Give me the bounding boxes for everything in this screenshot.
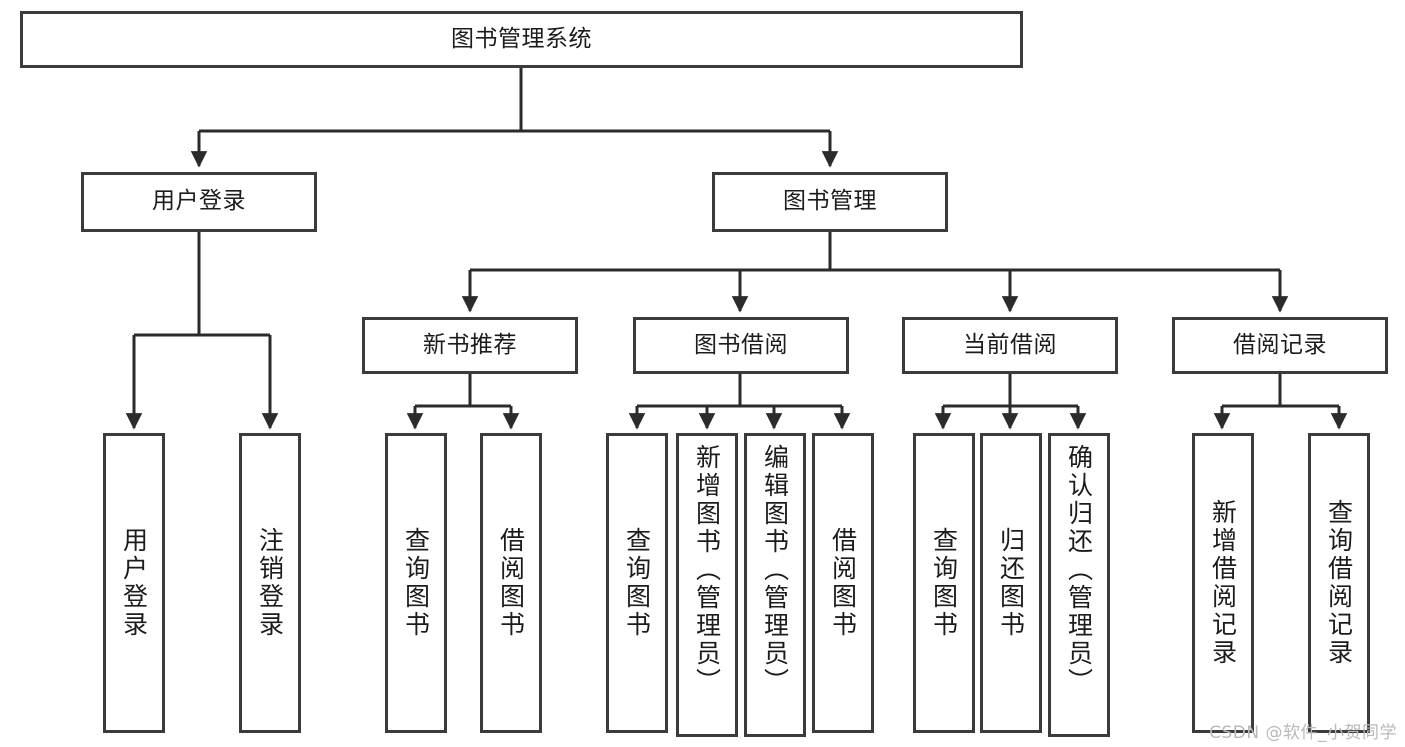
node-leaf-edit-book-admin[interactable]: 编辑图书（管理员） <box>744 433 806 737</box>
node-label: 图书管理 <box>783 188 877 215</box>
node-leaf-add-book-admin[interactable]: 新增图书（管理员） <box>676 433 738 737</box>
node-current-borrow[interactable]: 当前借阅 <box>902 317 1118 374</box>
node-leaf-user-login[interactable]: 用户登录 <box>103 433 165 733</box>
node-label: 新增图书（管理员） <box>692 444 722 696</box>
node-leaf-borrow-book-borrow[interactable]: 借阅图书 <box>812 433 874 733</box>
node-label: 查询图书 <box>929 527 959 639</box>
node-leaf-query-book-current[interactable]: 查询图书 <box>913 433 975 733</box>
node-leaf-query-book-recommend[interactable]: 查询图书 <box>385 433 447 733</box>
node-borrow-record[interactable]: 借阅记录 <box>1172 317 1388 374</box>
node-label: 借阅图书 <box>496 527 526 639</box>
node-label: 编辑图书（管理员） <box>760 444 790 696</box>
node-user-login[interactable]: 用户登录 <box>81 172 317 232</box>
node-label: 归还图书 <box>996 527 1026 639</box>
node-leaf-borrow-book-recommend[interactable]: 借阅图书 <box>480 433 542 733</box>
node-label: 注销登录 <box>255 527 285 639</box>
node-leaf-add-borrow-record[interactable]: 新增借阅记录 <box>1192 433 1254 733</box>
node-label: 图书管理系统 <box>451 25 592 52</box>
node-label: 确认归还（管理员） <box>1064 444 1094 696</box>
node-label: 当前借阅 <box>963 331 1057 358</box>
csdn-watermark: CSDN @软件_小贺同学 <box>1209 723 1397 743</box>
node-label: 查询图书 <box>401 527 431 639</box>
node-book-borrow[interactable]: 图书借阅 <box>633 317 849 374</box>
node-label: 新书推荐 <box>423 331 517 358</box>
node-leaf-return-book[interactable]: 归还图书 <box>980 433 1042 733</box>
node-leaf-query-book-borrow[interactable]: 查询图书 <box>606 433 668 733</box>
node-label: 新增借阅记录 <box>1208 499 1238 667</box>
node-new-book-recommend[interactable]: 新书推荐 <box>362 317 578 374</box>
node-label: 查询借阅记录 <box>1324 499 1354 667</box>
node-leaf-query-borrow-record[interactable]: 查询借阅记录 <box>1308 433 1370 733</box>
node-label: 图书借阅 <box>694 331 788 358</box>
node-label: 用户登录 <box>152 188 246 215</box>
node-label: 借阅记录 <box>1233 331 1327 358</box>
node-leaf-confirm-return-admin[interactable]: 确认归还（管理员） <box>1048 433 1110 737</box>
node-label: 用户登录 <box>119 527 149 639</box>
node-label: 查询图书 <box>622 527 652 639</box>
node-leaf-logout-login[interactable]: 注销登录 <box>239 433 301 733</box>
node-root-book-management-system[interactable]: 图书管理系统 <box>20 11 1023 68</box>
node-book-management[interactable]: 图书管理 <box>712 172 948 232</box>
node-label: 借阅图书 <box>828 527 858 639</box>
